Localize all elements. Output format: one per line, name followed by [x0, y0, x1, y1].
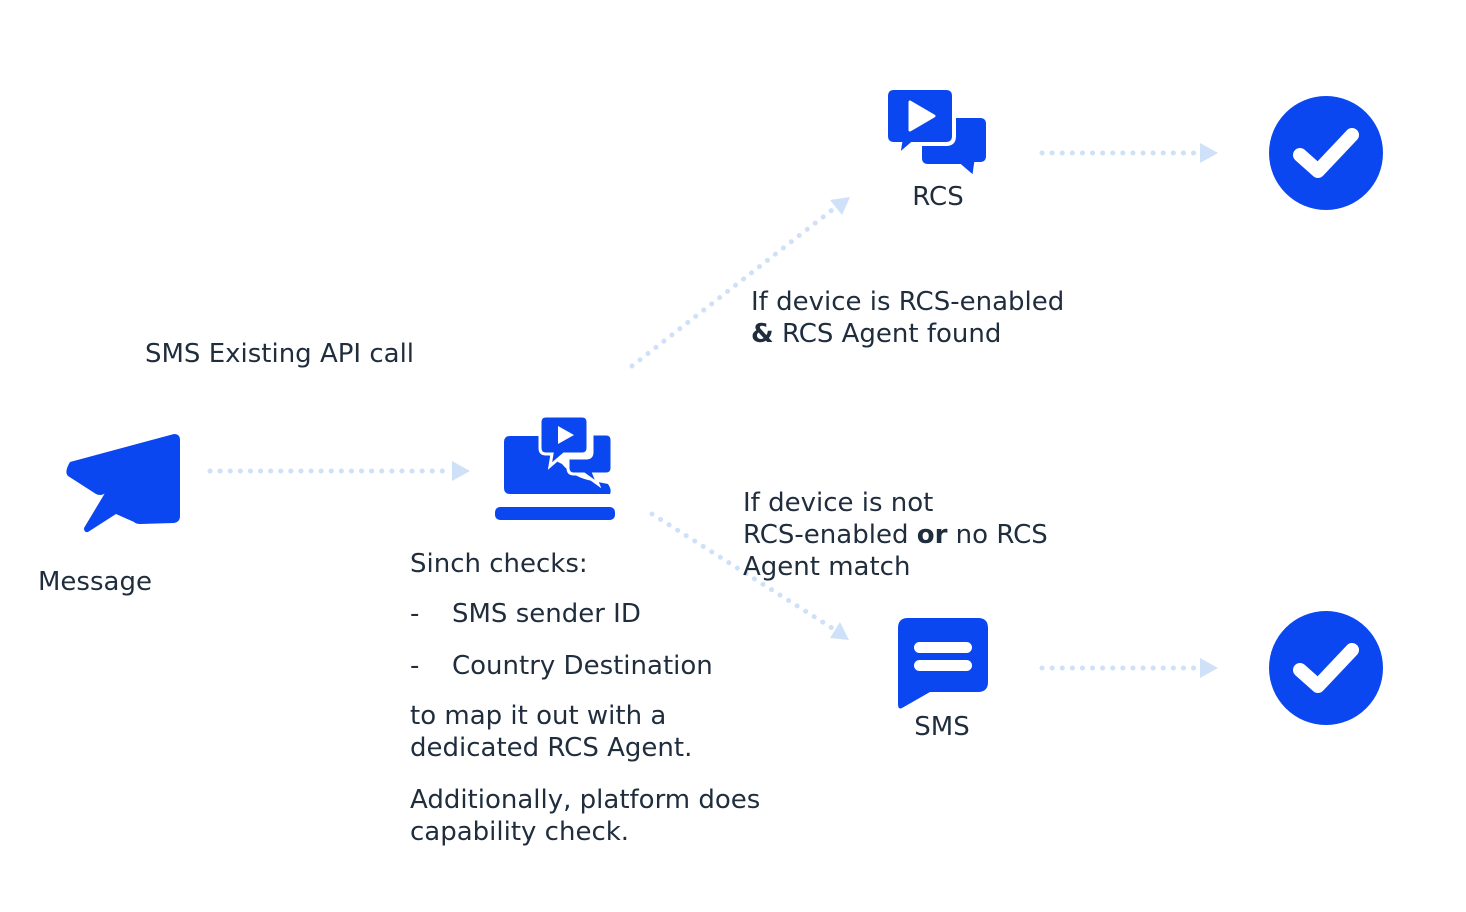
bullet-text: SMS sender ID	[452, 599, 641, 629]
ampersand: &	[751, 319, 774, 349]
check-circle-icon	[1269, 611, 1383, 725]
bullet-text: Country Destination	[452, 651, 713, 681]
arrowhead-sms-to-check	[1200, 658, 1218, 678]
rcs-condition: If device is RCS-enabled & RCS Agent fou…	[751, 286, 1064, 350]
chat-video-bubbles-icon	[884, 86, 990, 180]
mapping-line: dedicated RCS Agent.	[410, 733, 693, 763]
rcs-label: RCS	[912, 182, 964, 212]
additional-line: capability check.	[410, 817, 630, 847]
arrowhead-message-to-sinch	[452, 461, 470, 481]
arrowhead-sinch-to-sms	[830, 622, 849, 640]
bullet-dash: -	[410, 651, 420, 681]
mapping-line: to map it out with a	[410, 701, 667, 731]
arrowhead-rcs-to-check	[1200, 143, 1218, 163]
arrow-sinch-to-rcs	[629, 207, 835, 369]
rcs-condition-rest: RCS Agent found	[773, 319, 1002, 349]
or-keyword: or	[916, 520, 948, 550]
sms-success	[1268, 610, 1384, 726]
additional-line: Additionally, platform does	[410, 785, 761, 815]
message-lines-icon	[898, 618, 988, 709]
mapping-text: to map it out with a dedicated RCS Agent…	[410, 700, 692, 764]
sms-condition-line: RCS-enabled or no RCS	[743, 519, 1048, 551]
sms-condition-pre: RCS-enabled	[743, 520, 917, 550]
rcs-node	[884, 86, 992, 180]
arrowhead-sinch-to-rcs	[830, 197, 850, 215]
sinch-checks-title: Sinch checks:	[410, 549, 588, 579]
sms-condition-post: no RCS	[947, 520, 1048, 550]
paper-plane-icon	[66, 434, 180, 533]
message-node	[64, 432, 182, 534]
additional-text: Additionally, platform does capability c…	[410, 784, 760, 848]
rcs-success	[1268, 95, 1384, 211]
sinch-check-item: - SMS sender ID	[410, 598, 641, 630]
check-circle-icon	[1269, 96, 1383, 210]
sinch-node	[494, 414, 616, 522]
bullet-dash: -	[410, 599, 420, 629]
sinch-check-item: - Country Destination	[410, 650, 713, 682]
rcs-condition-line: If device is RCS-enabled	[751, 287, 1065, 317]
sms-condition-line: Agent match	[743, 552, 911, 582]
rcs-condition-line: & RCS Agent found	[751, 318, 1064, 350]
sms-node	[896, 616, 990, 710]
message-label: Message	[38, 567, 152, 597]
sms-condition-line: If device is not	[743, 488, 934, 518]
sms-label: SMS	[914, 712, 970, 742]
api-call-label: SMS Existing API call	[145, 339, 415, 369]
sms-condition: If device is not RCS-enabled or no RCS A…	[743, 487, 1048, 583]
laptop-chat-icon	[495, 414, 615, 520]
